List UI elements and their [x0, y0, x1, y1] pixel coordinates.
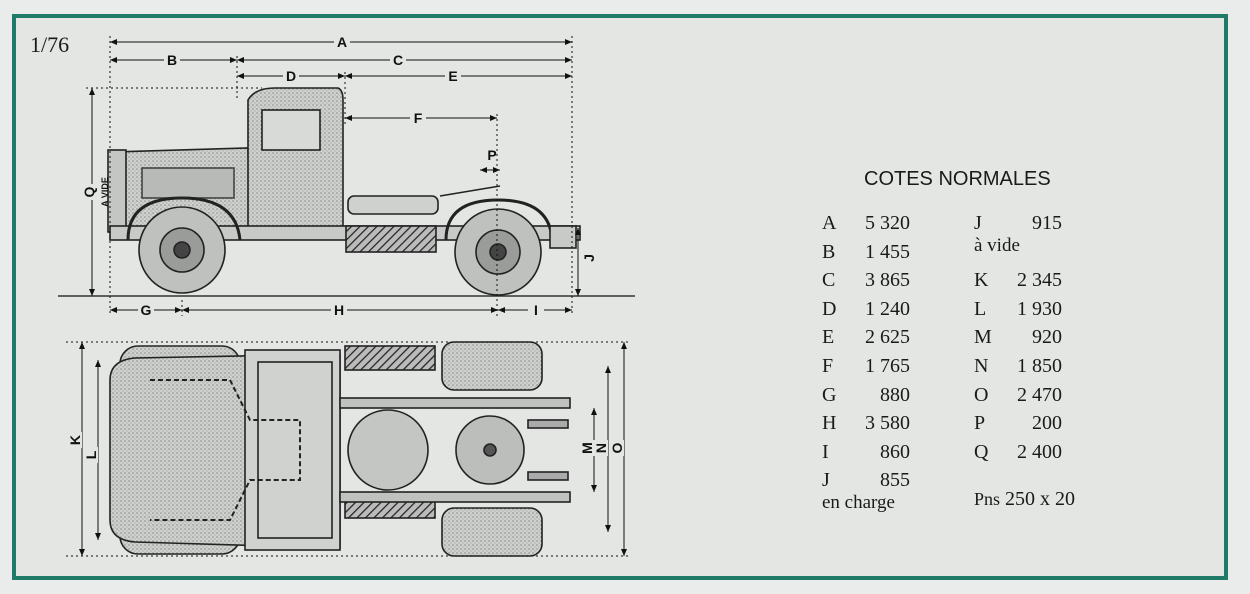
dim-label-e: E [448, 68, 457, 84]
spec-key: O [974, 383, 989, 406]
spec-key: B [822, 240, 836, 263]
spec-key: L [974, 297, 987, 320]
dimension-letters: A B C D E F P G H I Q A VIDE J K [67, 34, 625, 463]
spec-row: J 855 [822, 469, 910, 498]
spec-key: D [822, 297, 837, 320]
spec-value: 1 455 [865, 240, 910, 263]
spec-key: G [822, 383, 837, 406]
dim-label-b: B [167, 52, 177, 68]
spec-value: 3 865 [865, 269, 910, 292]
spec-value: 2 625 [865, 326, 910, 349]
spec-key: J [974, 212, 982, 234]
spec-row: C 3 865 [822, 269, 910, 298]
spec-row: G 880 [822, 384, 910, 413]
spec-key: K [974, 269, 989, 292]
dim-label-a: A [337, 34, 347, 50]
tyres-prefix: Pns [974, 489, 1001, 509]
spec-value: 2 470 [1017, 383, 1062, 406]
spec-value: 3 580 [865, 412, 910, 435]
spec-row: N 1 850 [974, 355, 1062, 384]
spec-key: C [822, 269, 836, 292]
dim-label-h: H [334, 302, 344, 318]
spec-row: J 915 [974, 212, 1062, 241]
spec-key: A [822, 212, 837, 234]
dim-label-a-vide: A VIDE [100, 177, 110, 207]
spec-key: N [974, 354, 989, 377]
side-view [58, 87, 635, 297]
spec-value: 200 [1032, 412, 1062, 435]
dim-label-j: J [581, 254, 597, 262]
spec-key: M [974, 326, 992, 349]
spec-row: F 1 765 [822, 355, 910, 384]
spec-row: L 1 930 [974, 298, 1062, 327]
spec-value: 1 930 [1017, 297, 1062, 320]
spec-row: I 860 [822, 441, 910, 470]
dim-label-n: N [593, 443, 609, 453]
spec-key: P [974, 412, 986, 435]
spec-value: 2 400 [1017, 440, 1062, 463]
dim-label-f: F [414, 110, 423, 126]
spec-key: J [822, 469, 830, 492]
scale-label: 1/76 [30, 32, 70, 57]
spec-row: B 1 455 [822, 241, 910, 270]
spec-row: H 3 580 [822, 412, 910, 441]
spec-value: 1 850 [1017, 354, 1062, 377]
spec-value: 1 240 [865, 297, 910, 320]
spec-note: à vide [974, 234, 1020, 256]
spec-row: D 1 240 [822, 298, 910, 327]
spec-key: I [822, 440, 829, 463]
spec-note: en charge [822, 491, 895, 513]
spec-row: Q 2 400 [974, 441, 1062, 470]
dim-label-k: K [67, 435, 83, 445]
spec-value: 915 [1032, 212, 1062, 234]
spec-value: 2 345 [1017, 269, 1062, 292]
dim-label-p: P [487, 147, 496, 163]
spec-value: 1 765 [865, 354, 910, 377]
dim-label-g: G [141, 302, 152, 318]
spec-key: Q [974, 440, 989, 463]
spec-value: 880 [880, 383, 910, 406]
dim-label-l: L [83, 450, 99, 459]
dim-label-d: D [286, 68, 296, 84]
spec-row: E 2 625 [822, 326, 910, 355]
spec-row: M 920 [974, 326, 1062, 355]
spec-value: 5 320 [865, 212, 910, 234]
spec-row: K 2 345 [974, 269, 1062, 298]
dim-label-c: C [393, 52, 403, 68]
dim-label-i: I [534, 302, 538, 318]
spec-value: 855 [880, 469, 910, 492]
top-view [109, 341, 571, 557]
specs-title: COTES NORMALES [864, 168, 1051, 190]
spec-value: 860 [880, 440, 910, 463]
spec-row: P 200 [974, 412, 1062, 441]
dim-label-m: M [579, 442, 595, 454]
tyres-value: 250 x 20 [1005, 488, 1076, 510]
spec-row: A 5 320 [822, 212, 910, 241]
spec-key: F [822, 354, 834, 377]
tyre-size: Pns 250 x 20 [974, 488, 1075, 511]
spec-row: O 2 470 [974, 384, 1062, 413]
spec-value: 920 [1032, 326, 1062, 349]
dim-label-o: O [609, 442, 625, 453]
dim-label-q: Q [81, 186, 97, 197]
spec-key: E [822, 326, 835, 349]
spec-key: H [822, 412, 837, 435]
